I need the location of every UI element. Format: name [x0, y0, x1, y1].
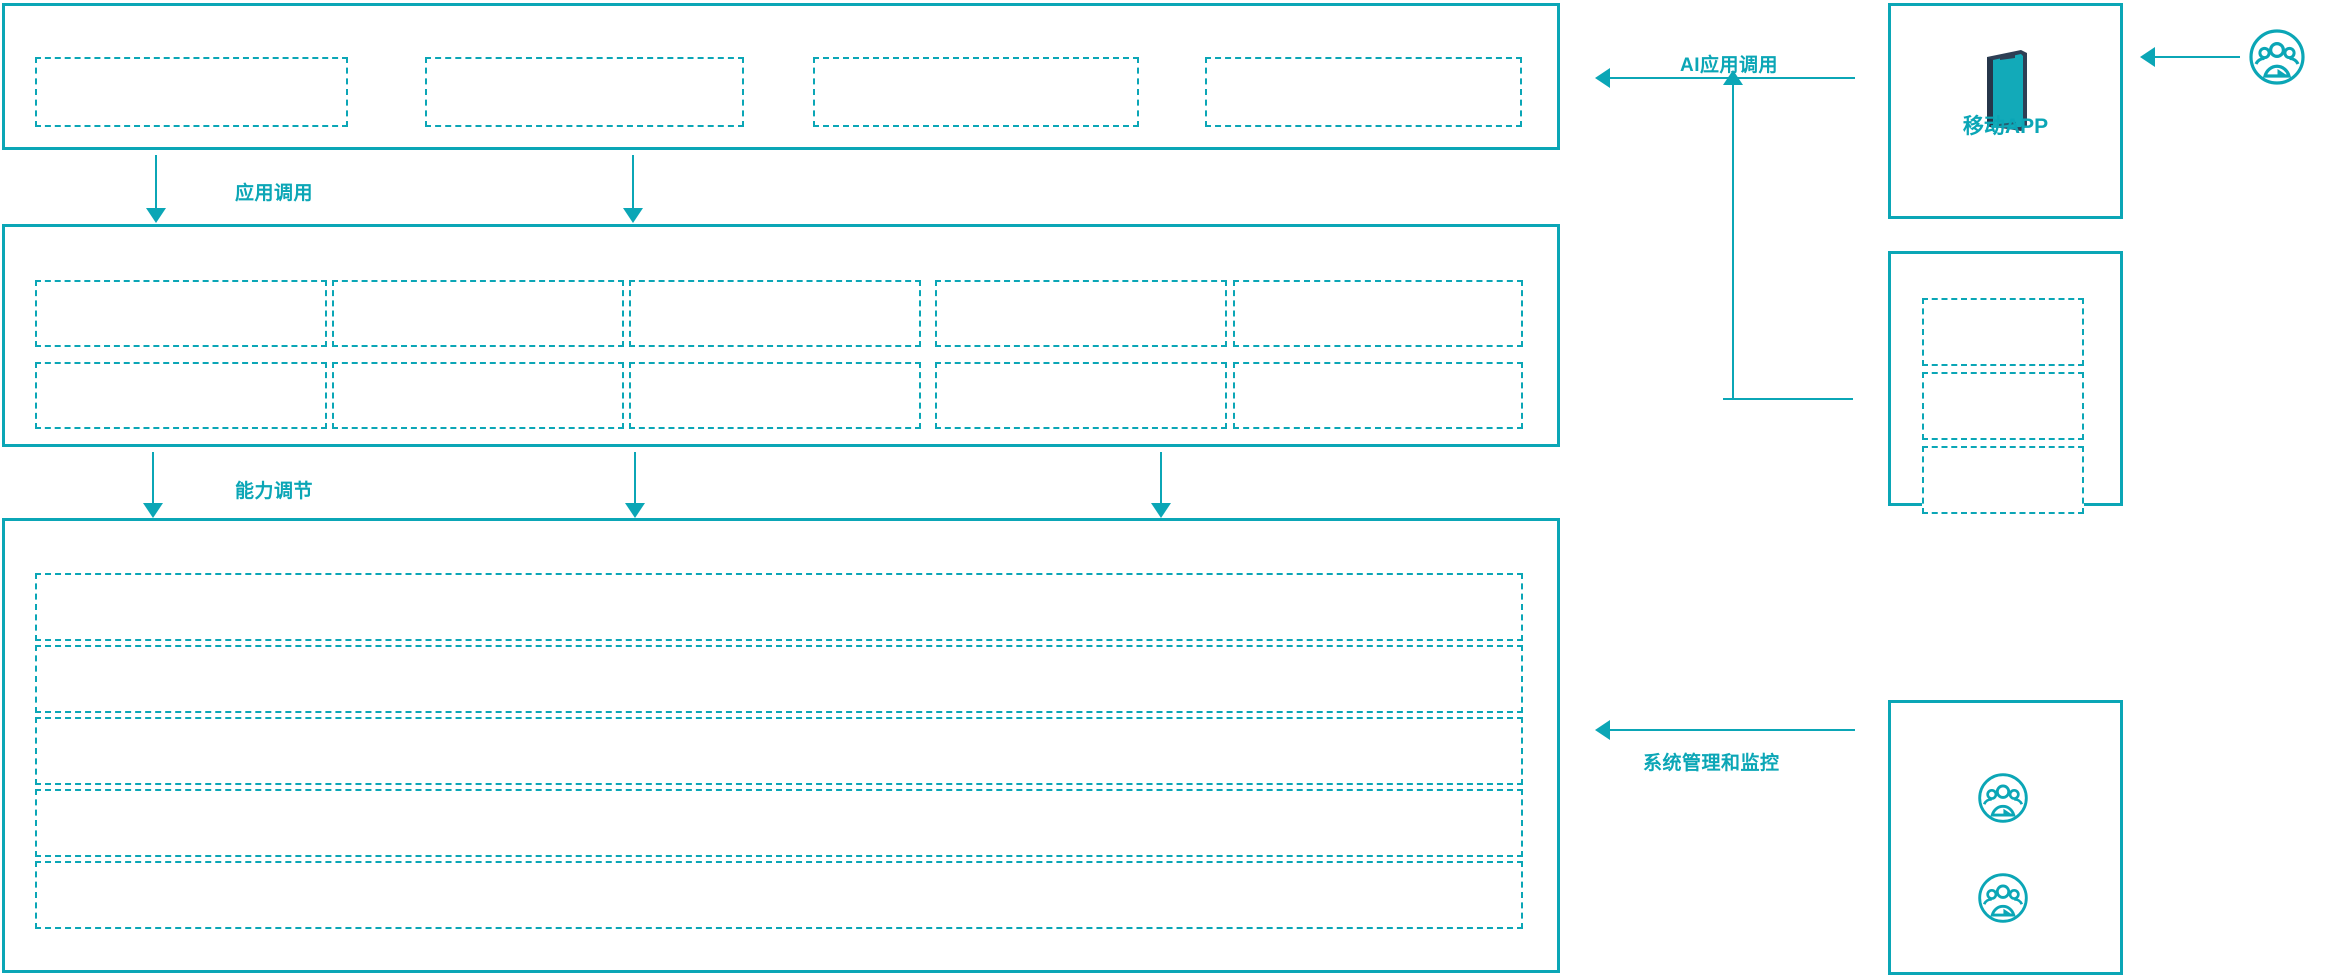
operations-user-group-icon-1[interactable] [1977, 772, 2029, 824]
application-layer-cell-3[interactable] [813, 57, 1139, 127]
capability-adjust-arrow-middle [625, 452, 645, 518]
end-user-actor-user-group-icon[interactable] [2248, 28, 2306, 86]
operations-panel[interactable] [1888, 700, 2123, 975]
infrastructure-row-4[interactable] [35, 789, 1523, 857]
capability-cell-r1-c3[interactable] [629, 280, 921, 347]
capability-cell-r1-c1[interactable] [35, 280, 327, 347]
app-call-arrow-right [623, 155, 643, 223]
capability-cell-r2-c1[interactable] [35, 362, 327, 429]
capability-cell-r1-c4[interactable] [935, 280, 1227, 347]
infrastructure-row-2[interactable] [35, 645, 1523, 713]
capability-cell-r2-c4[interactable] [935, 362, 1227, 429]
capability-cell-r1-c2[interactable] [332, 280, 624, 347]
application-layer-cell-4[interactable] [1205, 57, 1522, 127]
ai-app-call-elbow [1723, 398, 1853, 400]
connector-label-app-call: 应用调用 [235, 183, 314, 204]
capability-cell-r2-c5[interactable] [1233, 362, 1523, 429]
terminal-cell-2[interactable] [1922, 372, 2084, 440]
capability-cell-r2-c2[interactable] [332, 362, 624, 429]
ai-app-call-up-arrow [1723, 70, 1743, 400]
terminal-cell-3[interactable] [1922, 446, 2084, 514]
application-layer-cell-1[interactable] [35, 57, 348, 127]
app-call-arrow-left [146, 155, 166, 223]
infrastructure-row-5[interactable] [35, 861, 1523, 929]
capability-cell-r1-c5[interactable] [1233, 280, 1523, 347]
capability-adjust-arrow-left [143, 452, 163, 518]
mobile-app-caption: 移动APP [1962, 115, 2049, 138]
connector-label-system-manage-monitor: 系统管理和监控 [1643, 753, 1780, 774]
terminal-cell-1[interactable] [1922, 298, 2084, 366]
system-manage-monitor-arrow [1595, 720, 1855, 740]
application-layer-cell-2[interactable] [425, 57, 744, 127]
connector-label-capability-adjust: 能力调节 [235, 481, 314, 502]
infrastructure-row-1[interactable] [35, 573, 1523, 641]
capability-cell-r2-c3[interactable] [629, 362, 921, 429]
operations-user-group-icon-2[interactable] [1977, 872, 2029, 924]
connector-label-ai-app-call: AI应用调用 [1680, 55, 1779, 76]
capability-adjust-arrow-right [1151, 452, 1171, 518]
end-user-to-mobile-app-arrow [2140, 47, 2240, 67]
infrastructure-row-3[interactable] [35, 717, 1523, 785]
mobile-phone-icon [1974, 42, 2038, 138]
